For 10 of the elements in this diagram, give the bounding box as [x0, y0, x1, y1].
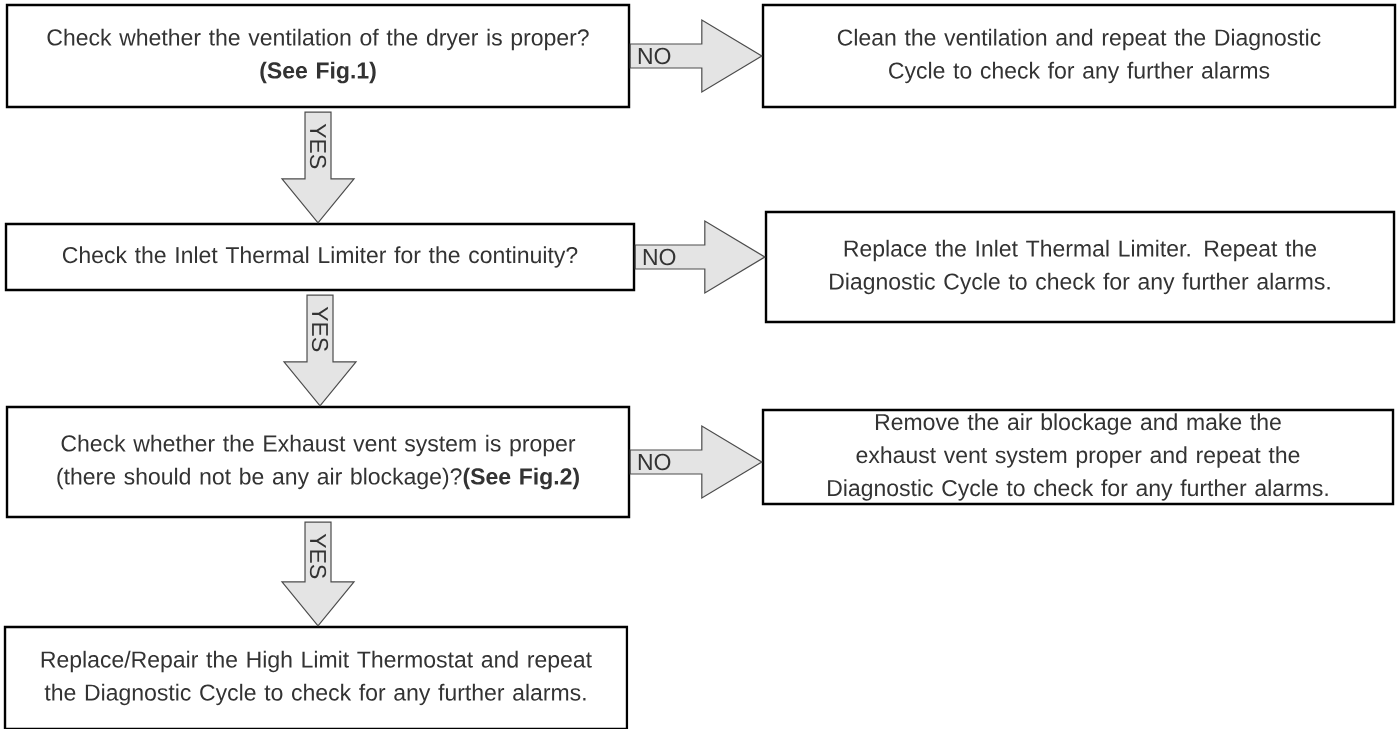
edge-label: YES: [307, 121, 329, 172]
process-box: Check whether the ventilation of the dryer is proper? (See Fig.1): [5, 3, 631, 109]
process-box: Remove the air blockage and make the exhaust vent system proper and repeat the Diagnostic Cycle to check for any further alarms.: [761, 408, 1395, 506]
process-box: Check the Inlet Thermal Limiter for the continuity?: [4, 222, 636, 292]
process-box: Clean the ventilation and repeat the Diagnostic Cycle to check for any further alarms: [761, 3, 1397, 109]
process-box: Replace the Inlet Thermal Limiter. Repeat the Diagnostic Cycle to check for any further alarms.: [764, 210, 1396, 324]
edge-label: YES: [309, 304, 331, 355]
edge-label: YES: [307, 531, 329, 582]
process-box: Check whether the Exhaust vent system is proper (there should not be any air blockage)?(See Fig.2): [5, 405, 631, 519]
process-box: Replace/Repair the High Limit Thermostat and repeat the Diagnostic Cycle to check for any further alarms.: [3, 625, 629, 729]
